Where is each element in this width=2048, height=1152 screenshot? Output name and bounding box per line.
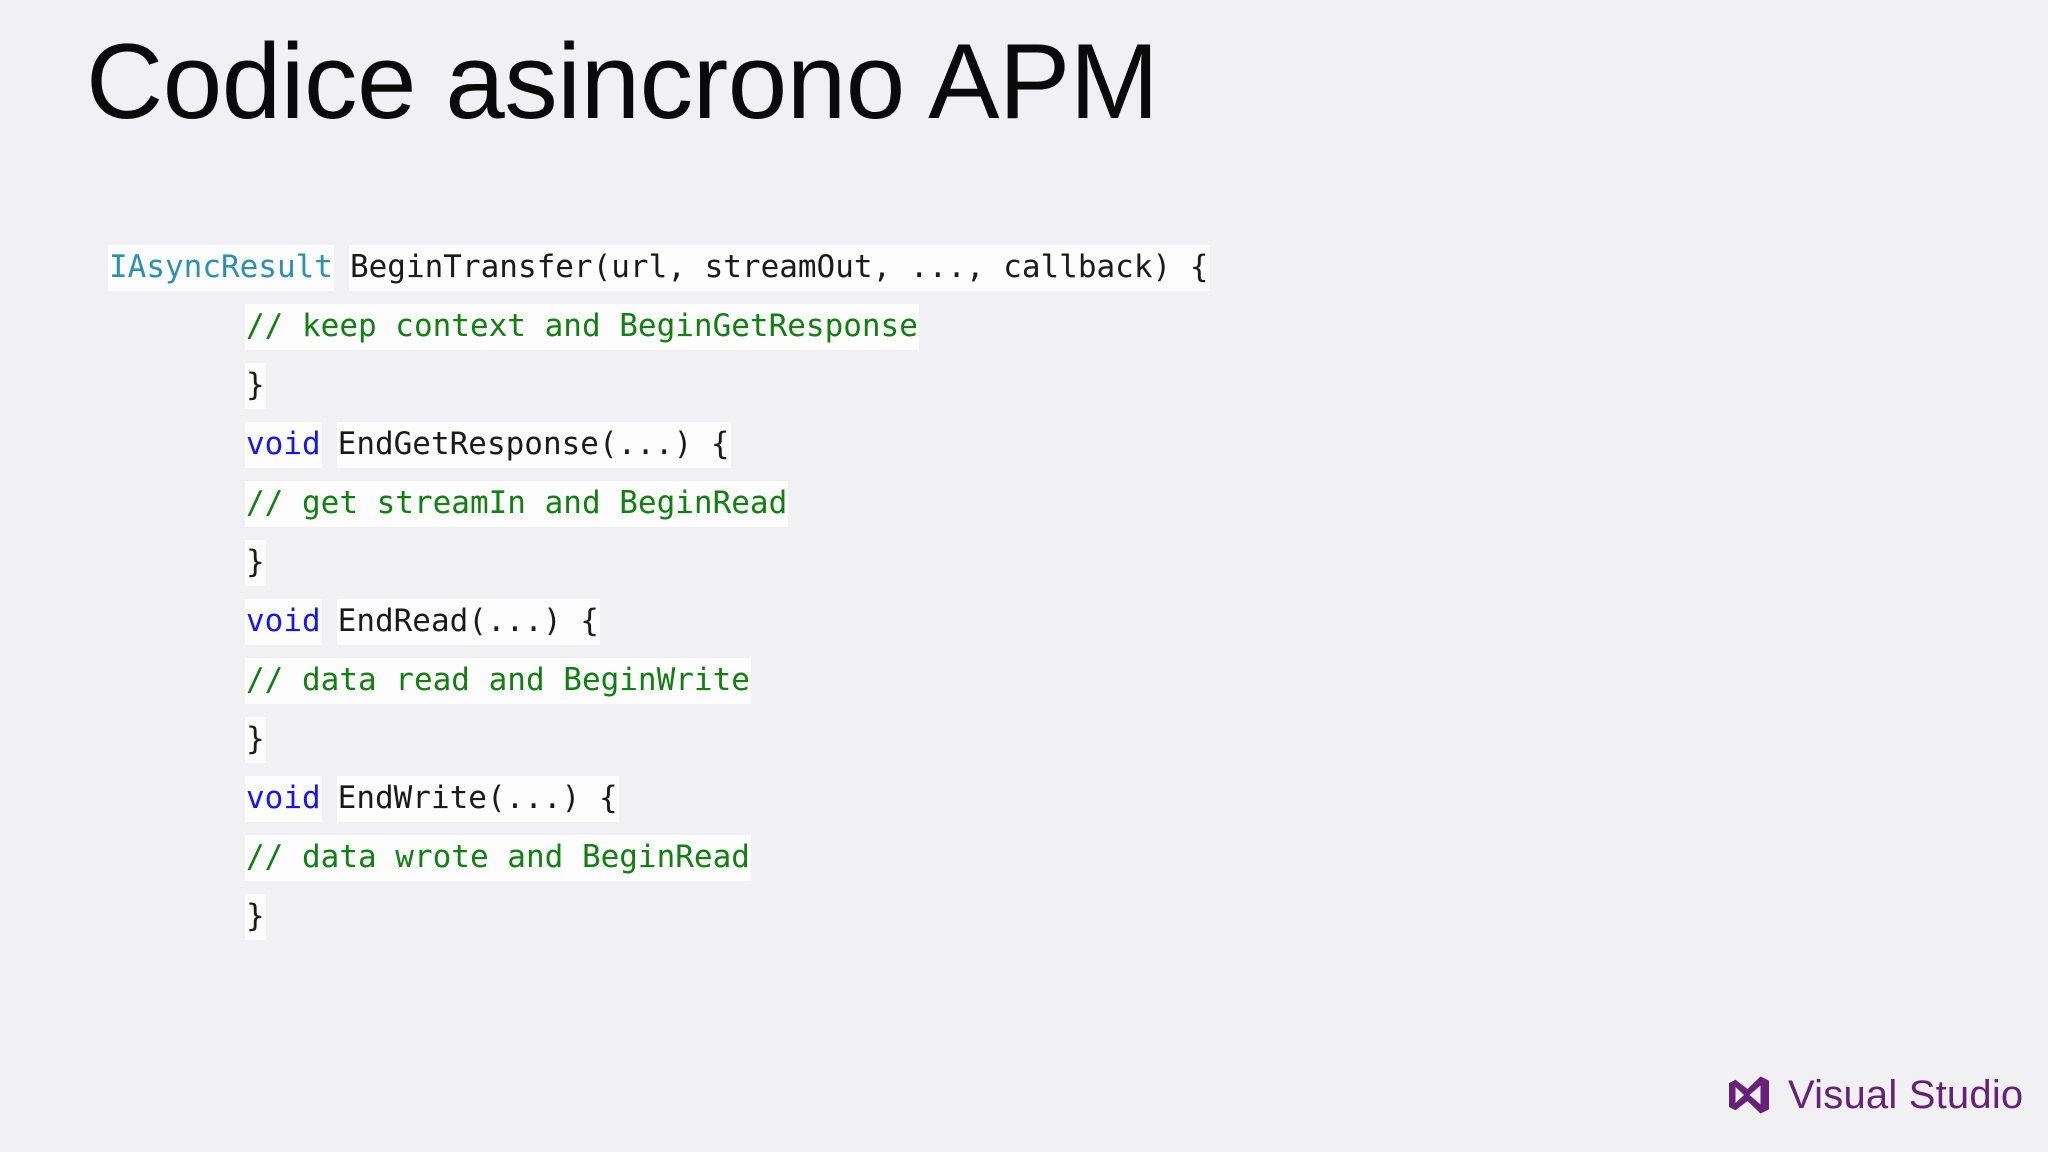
code-line: IAsyncResult BeginTransfer(url, streamOut…	[108, 238, 1210, 297]
code-line: }	[108, 710, 1210, 769]
code-token-brace: }	[245, 540, 266, 586]
code-token-plain: EndGetResponse(...) {	[336, 422, 731, 468]
code-line: // data wrote and BeginRead	[108, 828, 1210, 887]
code-line: }	[108, 356, 1210, 415]
code-line: void EndWrite(...) {	[108, 769, 1210, 828]
visual-studio-branding: Visual Studio	[1727, 1073, 2023, 1117]
code-line: // data read and BeginWrite	[108, 651, 1210, 710]
code-token-kw: void	[245, 776, 322, 822]
code-line: void EndGetResponse(...) {	[108, 415, 1210, 474]
code-token-comment: // data read and BeginWrite	[245, 658, 751, 704]
code-token-brace: }	[245, 717, 266, 763]
code-line: }	[108, 533, 1210, 592]
code-token-brace: }	[245, 894, 266, 940]
code-block: IAsyncResult BeginTransfer(url, streamOut…	[108, 238, 1210, 946]
code-token-comment: // keep context and BeginGetResponse	[245, 304, 919, 350]
code-token-plain: EndWrite(...) {	[336, 776, 619, 822]
code-token-comment: // get streamIn and BeginRead	[245, 481, 789, 527]
code-token-brace: }	[245, 363, 266, 409]
code-token-kw: void	[245, 422, 322, 468]
code-token-type: IAsyncResult	[108, 245, 334, 291]
visual-studio-infinity-icon	[1727, 1073, 1771, 1117]
code-token-comment: // data wrote and BeginRead	[245, 835, 751, 881]
code-line: void EndRead(...) {	[108, 592, 1210, 651]
code-line: }	[108, 887, 1210, 946]
code-token-kw: void	[245, 599, 322, 645]
code-line: // keep context and BeginGetResponse	[108, 297, 1210, 356]
visual-studio-wordmark: Visual Studio	[1788, 1073, 2024, 1117]
code-line: // get streamIn and BeginRead	[108, 474, 1210, 533]
code-token-plain: BeginTransfer(url, streamOut, ..., callb…	[348, 245, 1210, 291]
page-title: Codice asincrono APM	[86, 21, 1159, 141]
code-token-plain: EndRead(...) {	[336, 599, 600, 645]
